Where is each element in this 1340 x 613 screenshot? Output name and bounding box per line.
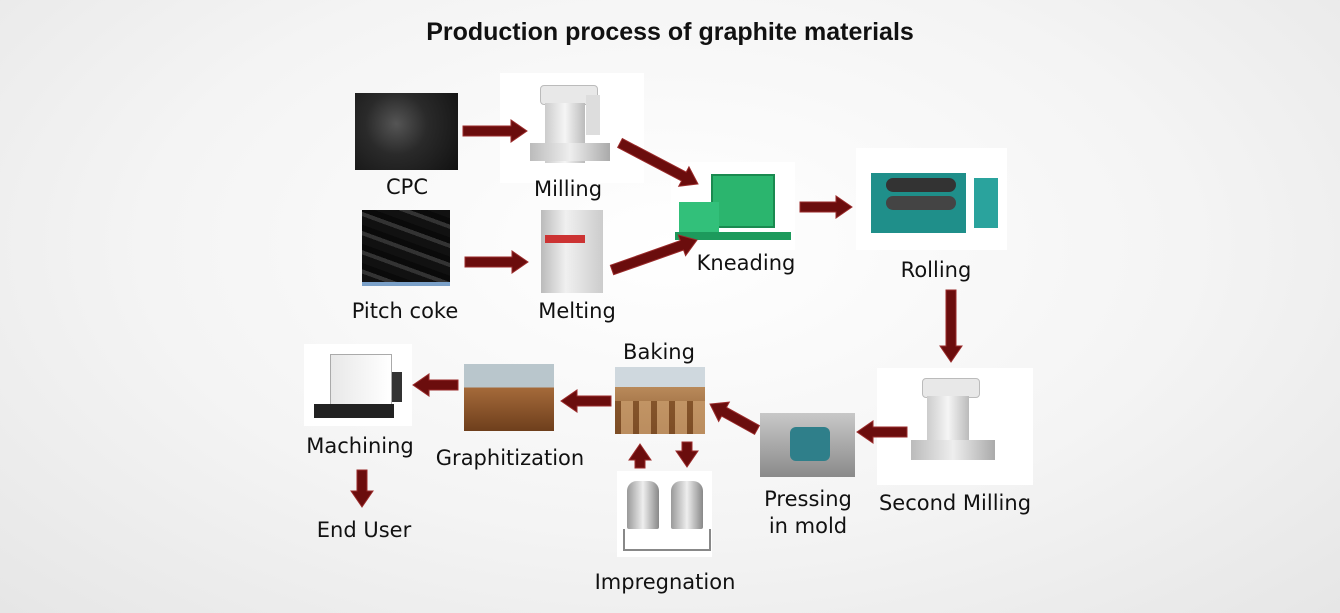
arrow-baking-to-graphitization — [560, 389, 612, 413]
label-second-milling: Second Milling — [878, 491, 1032, 515]
arrow-cpc-to-milling — [462, 119, 528, 143]
pitch-coke-photo — [362, 210, 450, 286]
label-graphitization: Graphitization — [435, 446, 585, 470]
arrow-impregnation-to-baking — [628, 443, 652, 469]
rolling-mill-photo — [856, 148, 1007, 250]
label-pressing-line2: in mold — [768, 514, 848, 538]
label-milling: Milling — [533, 177, 603, 201]
label-kneading: Kneading — [696, 251, 796, 275]
label-cpc: CPC — [386, 175, 428, 199]
label-pitch-coke: Pitch coke — [351, 299, 459, 323]
arrow-baking-to-impregnation — [675, 441, 699, 468]
label-machining: Machining — [306, 434, 414, 458]
arrow-kneading-to-rolling — [799, 195, 853, 219]
label-baking: Baking — [623, 340, 695, 364]
arrow-melting-to-kneading — [609, 234, 698, 276]
arrow-pitchcoke-to-melting — [464, 250, 529, 274]
baking-furnace-photo — [615, 367, 705, 434]
arrow-pressing-to-baking — [709, 401, 761, 436]
diagram-title: Production process of graphite materials — [426, 18, 914, 46]
cpc-photo — [355, 93, 458, 170]
arrow-rolling-to-second-milling — [939, 289, 963, 363]
label-rolling: Rolling — [900, 258, 972, 282]
cnc-machine-photo — [304, 344, 412, 426]
milling-machine-photo — [500, 73, 644, 183]
arrow-machining-to-end-user — [350, 469, 374, 508]
arrow-graphitization-to-machining — [412, 373, 459, 397]
label-pressing-line1: Pressing — [764, 487, 852, 511]
label-impregnation: Impregnation — [594, 570, 736, 594]
pressing-machine-photo — [760, 413, 855, 477]
impregnation-vessel-photo — [617, 471, 712, 557]
arrow-milling-to-kneading — [616, 137, 699, 187]
label-end-user: End User — [316, 518, 412, 542]
arrow-second-milling-to-pressing — [856, 420, 908, 444]
melting-tank-photo — [541, 210, 603, 293]
graphitization-furnace-photo — [464, 364, 554, 431]
label-melting: Melting — [538, 299, 616, 323]
